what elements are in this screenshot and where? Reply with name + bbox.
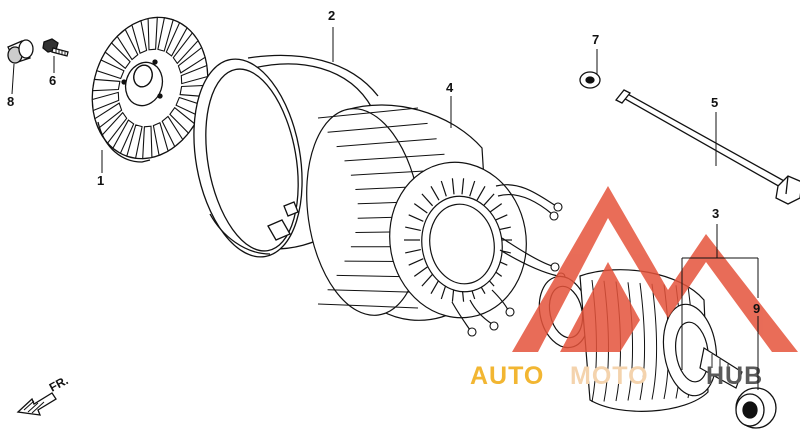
fan-blade <box>116 28 139 61</box>
callout-8: 8 <box>7 94 14 109</box>
callout-7: 7 <box>592 32 599 47</box>
winding-coil <box>405 249 421 254</box>
winding-coil <box>405 226 421 231</box>
rotor-band <box>651 283 657 400</box>
fan-blade <box>142 125 153 160</box>
stator-fin <box>344 153 445 162</box>
fan-blade <box>104 42 131 70</box>
stator-fin <box>317 303 419 309</box>
front-direction-arrow <box>16 392 57 416</box>
fan-blade <box>91 78 121 92</box>
watermark-logo <box>512 186 798 352</box>
winding-coil <box>413 203 428 214</box>
fan-blade <box>169 106 196 134</box>
callout-6: 6 <box>49 73 56 88</box>
front-direction-label: FR. <box>47 373 71 394</box>
rotor-band <box>627 282 633 401</box>
fan-blade <box>157 17 174 52</box>
winding-coil <box>440 180 447 197</box>
winding-coil <box>430 186 440 201</box>
part-bolt-drawing <box>614 89 800 205</box>
fan-blade <box>91 91 120 112</box>
callout-9: 9 <box>753 301 760 316</box>
fan-blade <box>112 119 135 155</box>
fan-blade <box>95 59 125 80</box>
leader-lines <box>11 27 759 390</box>
winding-coil <box>461 178 465 195</box>
winding-coil <box>421 193 434 207</box>
fan-blade <box>131 19 148 55</box>
winding-coil <box>408 214 424 222</box>
winding-coil <box>430 279 440 294</box>
stator-fin <box>317 107 419 119</box>
fan-blade <box>172 31 199 65</box>
callout-4: 4 <box>446 80 454 95</box>
fan-blade <box>177 46 206 74</box>
watermark-text-moto: MOTO <box>570 362 649 390</box>
watermark-text-hub: HUB <box>706 362 763 390</box>
winding-coil <box>451 178 455 195</box>
callout-5: 5 <box>711 95 718 110</box>
winding-coil <box>469 180 476 197</box>
fan-blade <box>147 16 158 51</box>
fan-blade <box>126 124 143 159</box>
stator-fin <box>327 122 428 133</box>
winding-coil <box>408 258 424 266</box>
stator-fin <box>336 138 437 148</box>
fan-blade <box>165 21 188 57</box>
winding-coil <box>482 193 495 207</box>
fan-blade <box>161 115 184 148</box>
part-screw-drawing <box>42 38 69 57</box>
callout-1: 1 <box>97 173 104 188</box>
callout-2: 2 <box>328 8 335 23</box>
winding-coil <box>476 186 486 201</box>
fan-blade <box>94 102 123 130</box>
watermark-text-auto: AUTO <box>470 362 544 390</box>
part-cap-drawing <box>7 39 34 64</box>
winding-coil <box>413 266 428 277</box>
callout-3: 3 <box>712 206 719 221</box>
rotor-band <box>639 282 645 401</box>
part-stator-drawing <box>306 104 566 337</box>
fan-blade <box>152 121 169 157</box>
part-bearing-drawing <box>735 387 777 429</box>
winding-coil <box>421 273 434 287</box>
part-washer-drawing <box>579 71 601 89</box>
winding-coil <box>488 203 503 214</box>
